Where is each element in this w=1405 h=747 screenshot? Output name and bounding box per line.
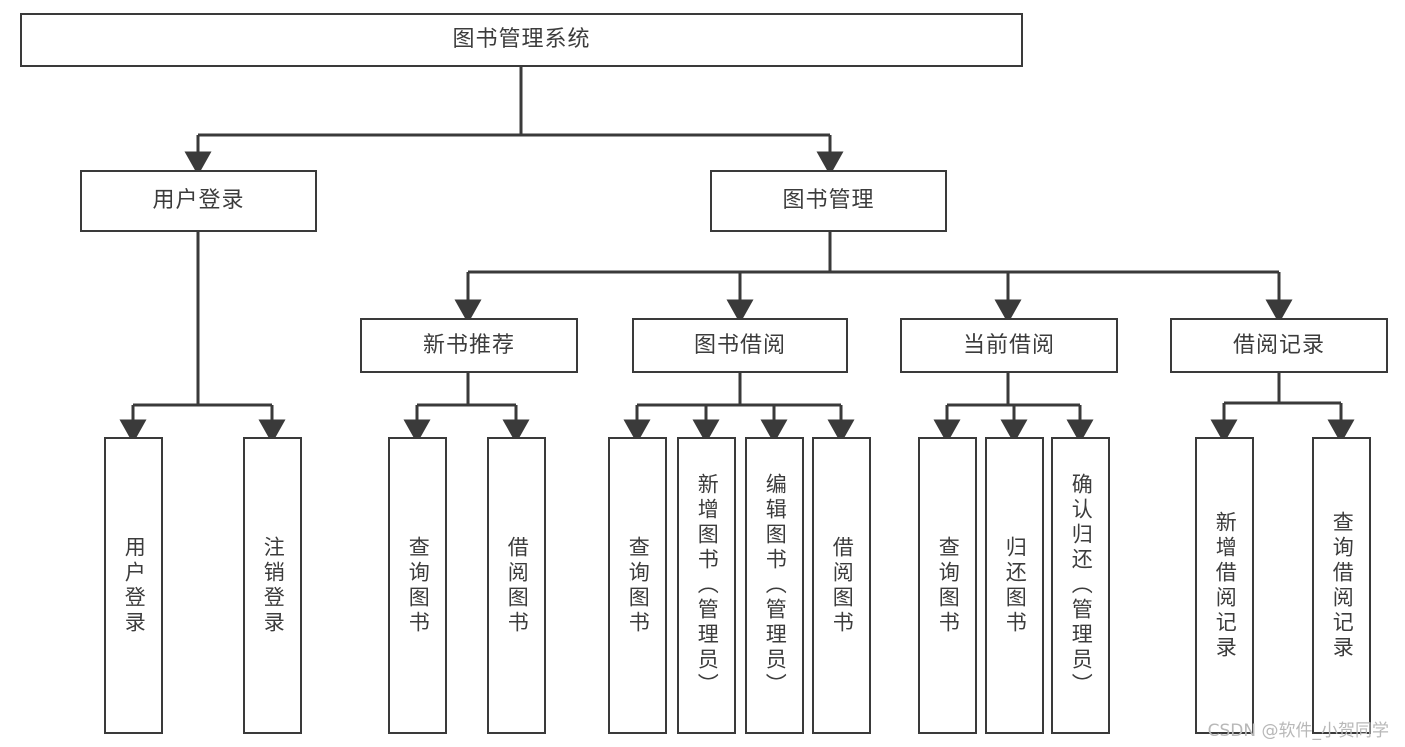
node-new-book-recommend-label: 新书推荐: [422, 332, 515, 358]
leaf-add-borrow-record-label: 新增借阅记录: [1213, 510, 1238, 661]
leaf-user-login-label: 用户登录: [122, 535, 147, 636]
leaf-return-book-label: 归还图书: [1003, 535, 1028, 636]
edges-root-to-level2: [184, 67, 844, 176]
leaf-user-logout[interactable]: 注销登录: [243, 437, 302, 734]
edges-borrow-to-leaves: [623, 373, 855, 444]
edges-book-mgmt-to-level3: [454, 232, 1293, 324]
leaf-edit-book-admin[interactable]: 编辑图书（管理员）: [745, 437, 804, 734]
node-new-book-recommend[interactable]: 新书推荐: [360, 318, 578, 373]
edges-new-book-to-leaves: [403, 373, 530, 444]
leaf-query-borrow-record-label: 查询借阅记录: [1330, 510, 1355, 661]
leaf-query-borrow-record[interactable]: 查询借阅记录: [1312, 437, 1371, 734]
leaf-add-borrow-record[interactable]: 新增借阅记录: [1195, 437, 1254, 734]
node-user-login[interactable]: 用户登录: [80, 170, 317, 232]
leaf-user-login[interactable]: 用户登录: [104, 437, 163, 734]
node-user-login-label: 用户登录: [152, 188, 245, 213]
node-borrow-record-label: 借阅记录: [1232, 332, 1325, 358]
leaf-add-book-admin-label: 新增图书（管理员）: [695, 473, 720, 698]
leaf-recommend-query-book[interactable]: 查询图书: [388, 437, 447, 734]
leaf-recommend-query-book-label: 查询图书: [406, 535, 431, 636]
node-book-borrow-label: 图书借阅: [693, 332, 786, 358]
leaf-edit-book-admin-label: 编辑图书（管理员）: [763, 473, 788, 698]
node-book-management[interactable]: 图书管理: [710, 170, 947, 232]
leaf-add-book-admin[interactable]: 新增图书（管理员）: [677, 437, 736, 734]
leaf-borrow-query-book-label: 查询图书: [626, 535, 651, 636]
leaf-current-query-book-label: 查询图书: [936, 535, 961, 636]
node-root-system-label: 图书管理系统: [452, 27, 591, 52]
edges-borrow-record-to-leaves: [1210, 373, 1355, 444]
leaf-recommend-borrow-book[interactable]: 借阅图书: [487, 437, 546, 734]
node-book-management-label: 图书管理: [782, 188, 875, 213]
node-current-borrow[interactable]: 当前借阅: [900, 318, 1118, 373]
watermark-text: CSDN @软件_小贺同学: [1207, 721, 1389, 741]
leaf-current-query-book[interactable]: 查询图书: [918, 437, 977, 734]
edges-user-login-to-leaves: [119, 232, 286, 444]
leaf-borrow-book[interactable]: 借阅图书: [812, 437, 871, 734]
leaf-confirm-return-admin-label: 确认归还（管理员）: [1069, 473, 1094, 698]
leaf-confirm-return-admin[interactable]: 确认归还（管理员）: [1051, 437, 1110, 734]
node-current-borrow-label: 当前借阅: [962, 332, 1055, 358]
leaf-user-logout-label: 注销登录: [261, 535, 286, 636]
edges-current-borrow-to-leaves: [933, 373, 1094, 444]
leaf-borrow-query-book[interactable]: 查询图书: [608, 437, 667, 734]
node-root-system[interactable]: 图书管理系统: [20, 13, 1023, 67]
node-borrow-record[interactable]: 借阅记录: [1170, 318, 1388, 373]
leaf-recommend-borrow-book-label: 借阅图书: [505, 535, 530, 636]
node-book-borrow[interactable]: 图书借阅: [632, 318, 848, 373]
leaf-return-book[interactable]: 归还图书: [985, 437, 1044, 734]
leaf-borrow-book-label: 借阅图书: [830, 535, 855, 636]
